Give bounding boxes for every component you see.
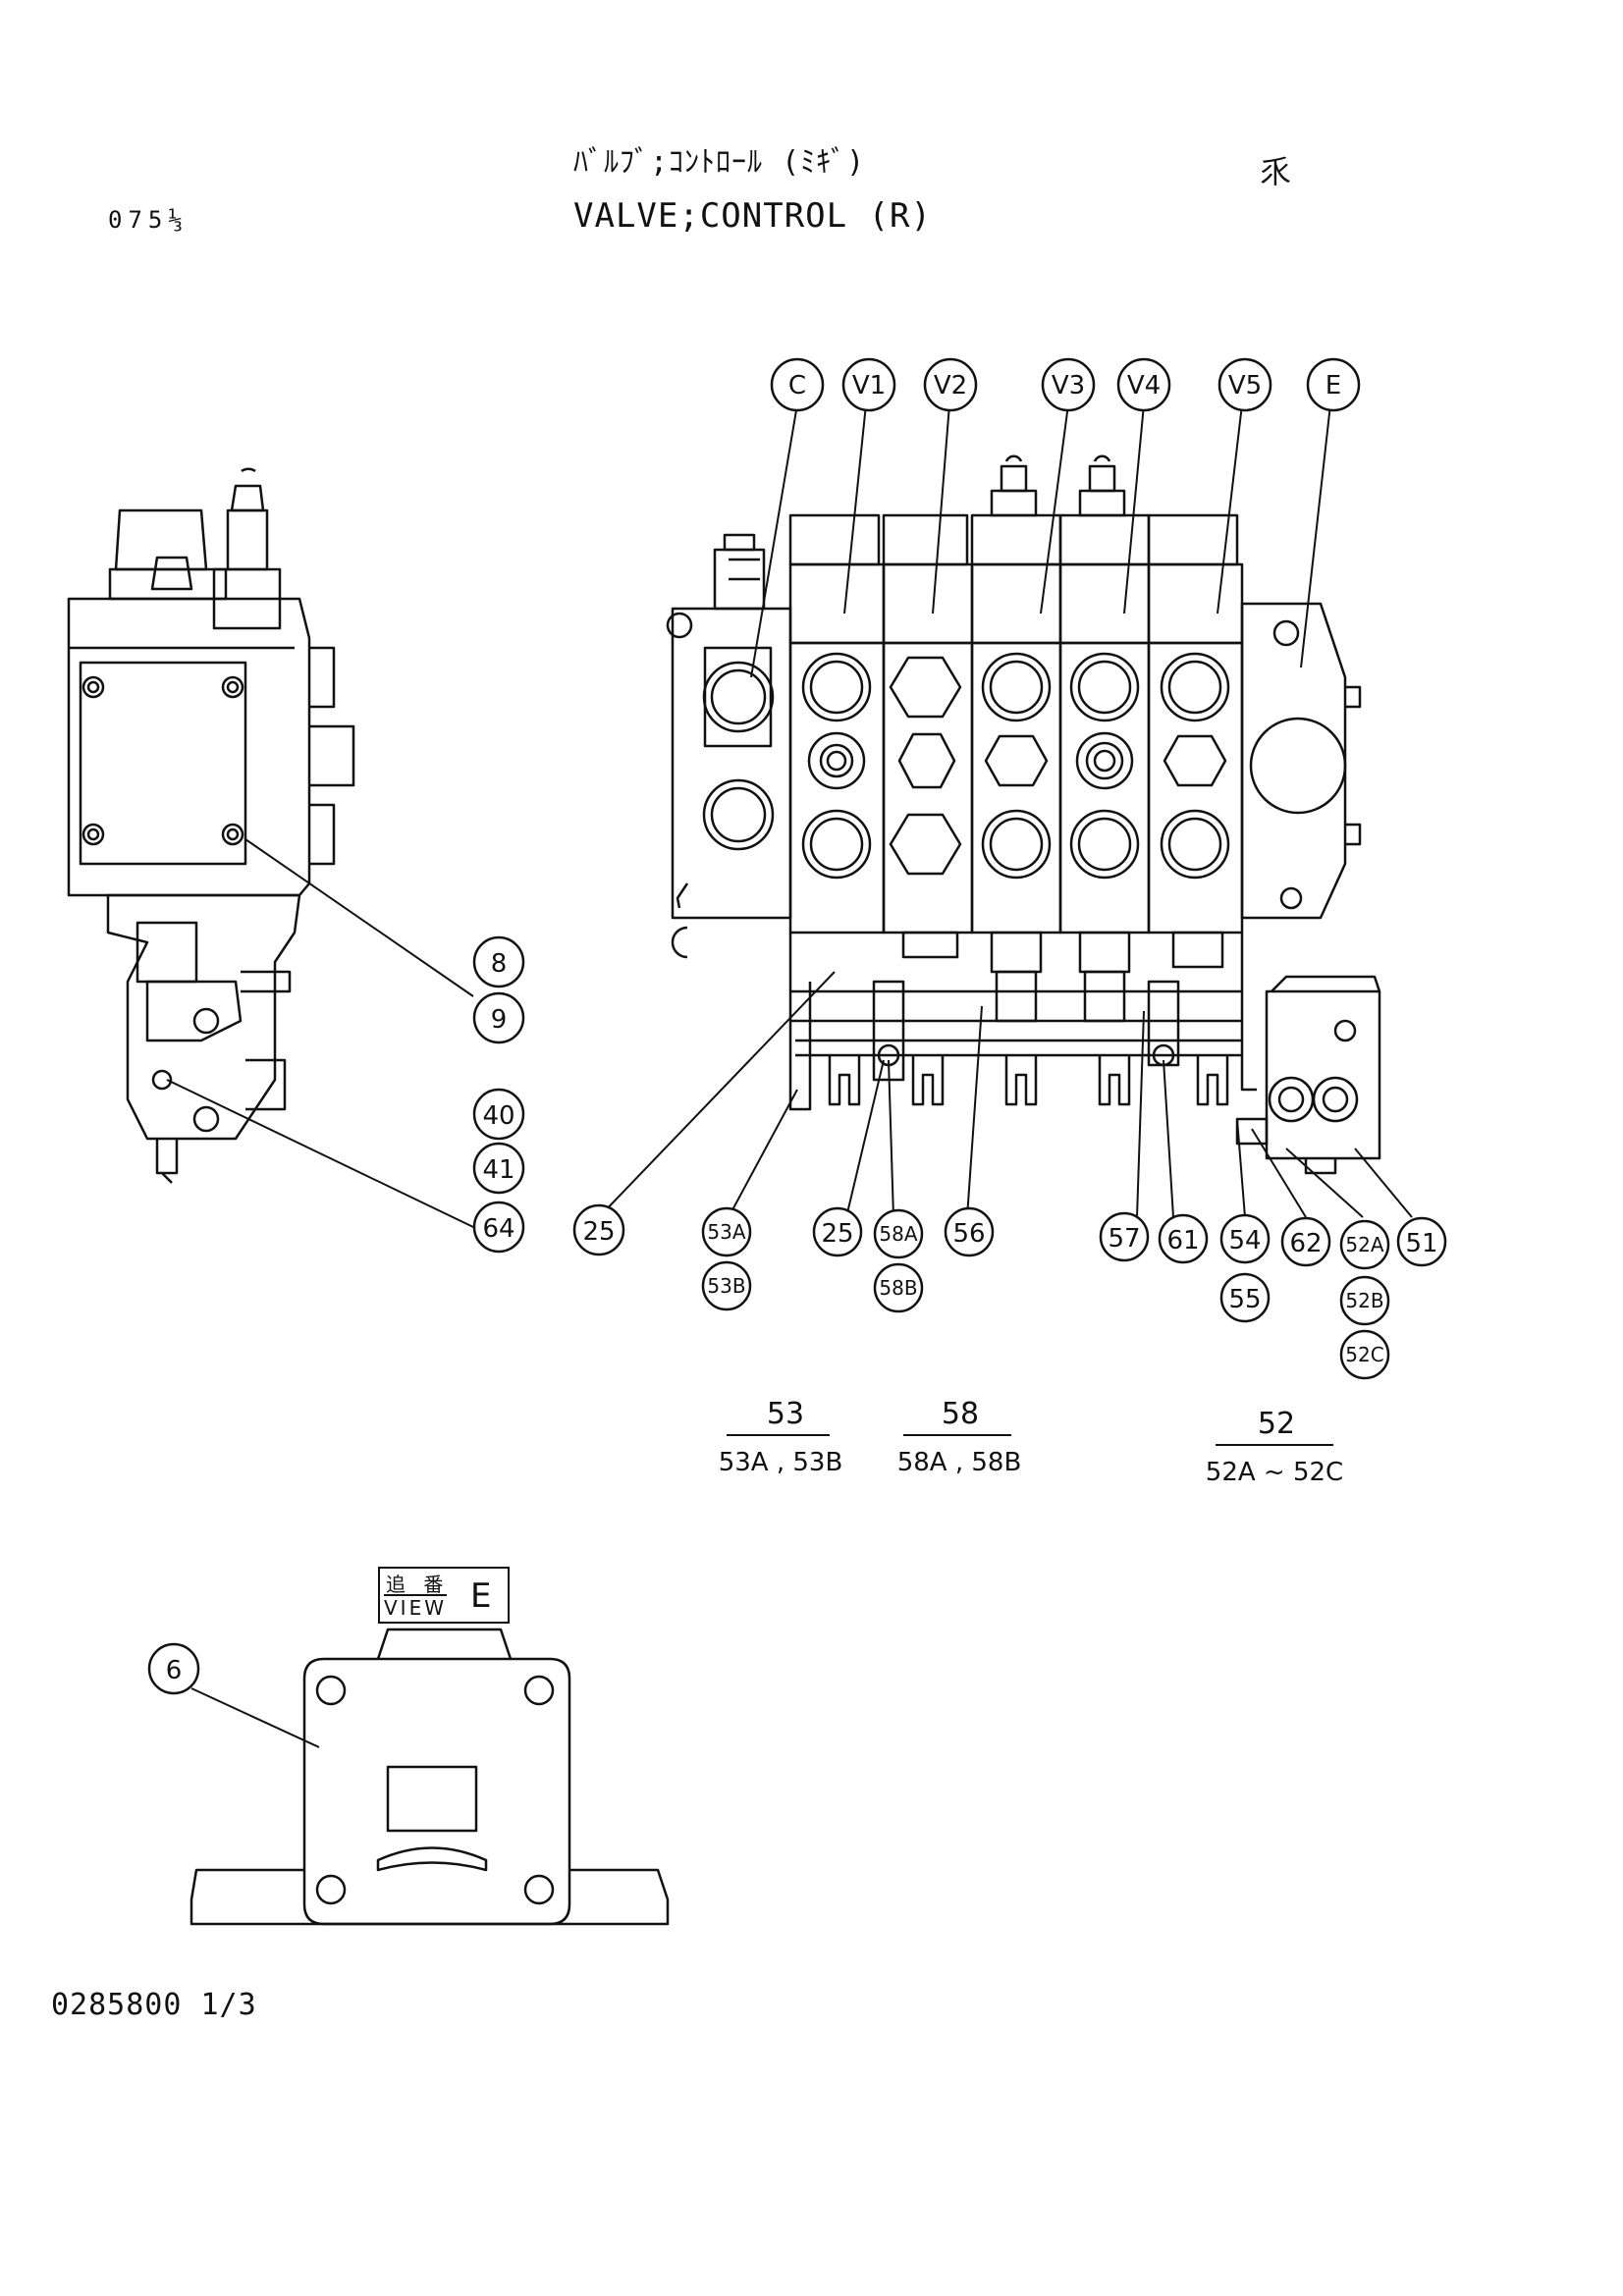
- svg-text:57: 57: [1108, 1224, 1140, 1254]
- corner-mark: 乑: [1260, 153, 1292, 190]
- group-labels: 53 53A , 53B 58 58A , 58B 52 52A ~ 52C: [719, 1397, 1344, 1487]
- svg-text:58: 58: [942, 1397, 979, 1431]
- front-view-valve-bank: [666, 454, 1381, 1175]
- callout-25-left: 25: [572, 1203, 625, 1256]
- svg-text:V4: V4: [1127, 371, 1161, 400]
- callout-v1: V1: [841, 357, 896, 412]
- svg-text:40: 40: [482, 1101, 514, 1131]
- callout-c: C: [770, 357, 825, 412]
- callout-e: E: [1306, 357, 1361, 412]
- page-code: 075⅓: [108, 206, 189, 234]
- svg-text:25: 25: [821, 1219, 853, 1249]
- svg-text:E: E: [1325, 371, 1341, 400]
- group-label-52: 52 52A ~ 52C: [1206, 1407, 1343, 1487]
- svg-text:56: 56: [952, 1219, 985, 1249]
- group-label-58: 58 58A , 58B: [897, 1397, 1022, 1477]
- title-japanese: ﾊﾞﾙﾌﾞ;ｺﾝﾄﾛｰﾙ (ﾐｷﾞ): [573, 145, 866, 180]
- spool-v4: [1058, 454, 1151, 1023]
- view-word: VIEW: [384, 1594, 447, 1620]
- group-label-53: 53 53A , 53B: [719, 1397, 843, 1477]
- callout-64: 64: [472, 1201, 525, 1254]
- callout-52b: 52B: [1339, 1275, 1390, 1326]
- callout-58b: 58B: [873, 1262, 924, 1313]
- svg-text:52B: 52B: [1345, 1289, 1383, 1312]
- svg-text:53B: 53B: [707, 1274, 745, 1298]
- callout-52c: 52C: [1339, 1329, 1390, 1380]
- svg-text:58A , 58B: 58A , 58B: [897, 1448, 1022, 1477]
- callout-53b: 53B: [701, 1260, 752, 1311]
- title-english: VALVE;CONTROL (R): [573, 196, 932, 236]
- view-e-label: 追 番 VIEW E: [378, 1567, 510, 1624]
- svg-text:54: 54: [1228, 1226, 1261, 1255]
- svg-text:52A: 52A: [1345, 1233, 1383, 1256]
- callout-v4: V4: [1116, 357, 1171, 412]
- side-callouts: 8 9 40 41 64: [472, 935, 525, 1254]
- callout-61: 61: [1158, 1213, 1209, 1264]
- svg-text:25: 25: [582, 1217, 615, 1247]
- callout-v5: V5: [1217, 357, 1272, 412]
- callout-52a: 52A: [1339, 1219, 1390, 1270]
- spool-v1: [788, 513, 886, 934]
- svg-text:C: C: [788, 371, 806, 400]
- callout-51: 51: [1396, 1216, 1447, 1267]
- callout-62: 62: [1280, 1216, 1331, 1267]
- svg-text:52C: 52C: [1345, 1343, 1383, 1366]
- callout-56: 56: [944, 1206, 995, 1257]
- svg-text:V1: V1: [852, 371, 886, 400]
- callout-9: 9: [472, 991, 525, 1044]
- leader-lines: [166, 403, 1413, 1748]
- svg-text:53: 53: [767, 1397, 804, 1431]
- callout-57: 57: [1099, 1211, 1150, 1262]
- svg-text:61: 61: [1166, 1226, 1199, 1255]
- bottom-callouts: 25 53A 53B 25 58A 58B 56 57: [572, 1203, 1447, 1380]
- svg-text:53A: 53A: [707, 1220, 745, 1244]
- callout-54: 54: [1219, 1213, 1271, 1264]
- callout-8: 8: [472, 935, 525, 988]
- svg-text:58A: 58A: [879, 1222, 917, 1246]
- svg-text:9: 9: [491, 1005, 508, 1035]
- svg-text:52A ~ 52C: 52A ~ 52C: [1206, 1458, 1343, 1487]
- svg-text:6: 6: [166, 1656, 183, 1685]
- drawing-number: 0285800 1/3: [51, 1988, 257, 2022]
- svg-text:41: 41: [482, 1155, 514, 1185]
- callout-58a: 58A: [873, 1208, 924, 1259]
- callout-55: 55: [1219, 1272, 1271, 1323]
- top-callouts: C V1 V2 V3 V4 V5 E: [770, 357, 1361, 412]
- view-e-drawing: [189, 1628, 670, 1926]
- view-kanji: 追 番: [386, 1573, 450, 1596]
- svg-text:53A , 53B: 53A , 53B: [719, 1448, 843, 1477]
- svg-text:8: 8: [491, 949, 508, 979]
- spool-v5: [1147, 513, 1244, 969]
- svg-text:51: 51: [1405, 1229, 1437, 1258]
- callout-25-mid: 25: [812, 1206, 863, 1257]
- svg-text:52: 52: [1258, 1407, 1295, 1441]
- linkage-forks: [828, 1055, 1229, 1106]
- callout-v3: V3: [1041, 357, 1096, 412]
- view-callouts: 6: [147, 1642, 200, 1695]
- view-letter: E: [470, 1576, 492, 1616]
- callout-53a: 53A: [701, 1206, 752, 1257]
- svg-text:62: 62: [1289, 1229, 1322, 1258]
- svg-text:V2: V2: [934, 371, 967, 400]
- callout-41: 41: [472, 1142, 525, 1195]
- callout-40: 40: [472, 1088, 525, 1141]
- side-view-valve: [67, 467, 355, 1184]
- callout-v2: V2: [923, 357, 978, 412]
- svg-text:V5: V5: [1228, 371, 1262, 400]
- svg-text:64: 64: [482, 1214, 514, 1244]
- svg-text:V3: V3: [1052, 371, 1085, 400]
- spool-v3: [970, 454, 1062, 1023]
- callout-6: 6: [147, 1642, 200, 1695]
- spool-v2: [882, 513, 974, 959]
- svg-text:55: 55: [1228, 1285, 1261, 1314]
- svg-text:58B: 58B: [879, 1276, 917, 1300]
